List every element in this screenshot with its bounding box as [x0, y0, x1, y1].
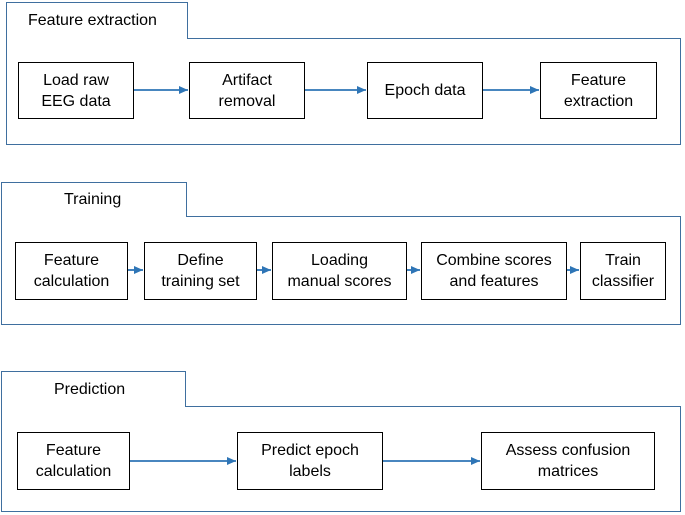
step-predict-epoch-labels: Predict epoch labels	[237, 432, 383, 490]
section-title: Prediction	[54, 380, 126, 398]
step-combine-scores-and-features: Combine scores and features	[421, 242, 567, 300]
section-tab-training: Training	[1, 182, 187, 217]
step-artifact-removal: Artifact removal	[189, 62, 305, 119]
step-assess-confusion-matrices: Assess confusion matrices	[481, 432, 655, 490]
step-feature-calculation: Feature calculation	[17, 432, 130, 490]
step-loading-manual-scores: Loading manual scores	[272, 242, 407, 300]
step-train-classifier: Train classifier	[580, 242, 666, 300]
step-define-training-set: Define training set	[144, 242, 257, 300]
section-tab-feature-extraction: Feature extraction	[6, 2, 188, 39]
section-title: Feature extraction	[28, 12, 157, 29]
step-feature-calculation: Feature calculation	[15, 242, 128, 300]
section-tab-prediction: Prediction	[1, 371, 186, 407]
step-feature-extraction: Feature extraction	[540, 62, 657, 119]
step-epoch-data: Epoch data	[367, 62, 483, 119]
section-title: Training	[64, 191, 122, 208]
step-load-raw-eeg-data: Load raw EEG data	[18, 62, 134, 119]
